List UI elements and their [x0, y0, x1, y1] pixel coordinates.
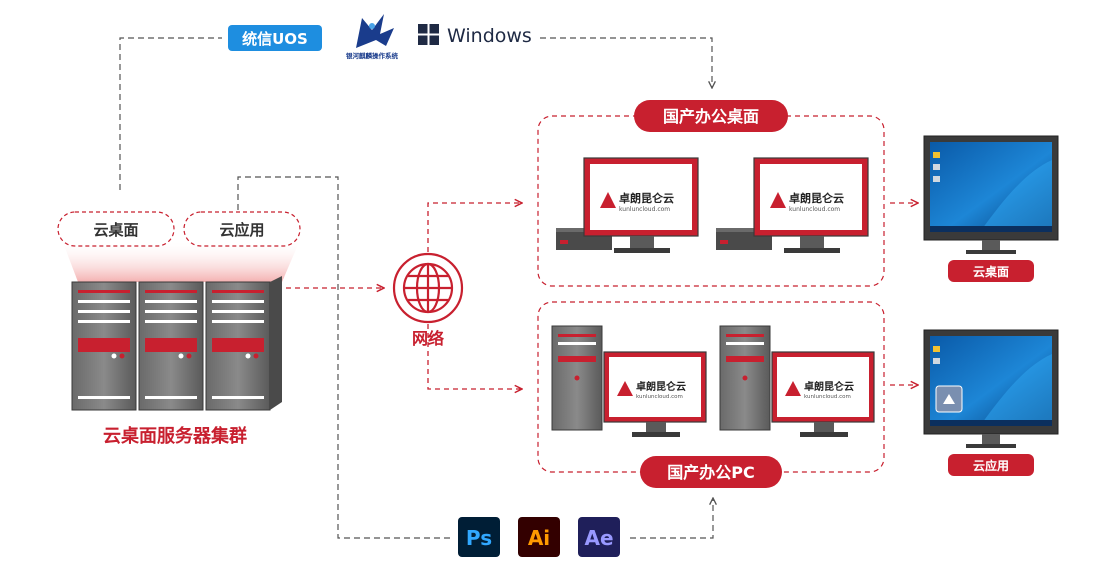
tag-cloud-desktop-label: 云桌面: [93, 221, 138, 239]
kunlun-cloud-logo: 卓朗昆仑云 kunluncloud.com: [600, 191, 674, 213]
tag-cloud-app-label: 云应用: [219, 221, 264, 239]
server-cluster: 云桌面 云应用: [57, 211, 301, 447]
app-connector-lines: [237, 176, 713, 539]
ae-label: Ae: [584, 526, 613, 550]
kylin-label: 银河麒麟操作系统: [346, 51, 399, 60]
svg-text:卓朗昆仑云: 卓朗昆仑云: [636, 380, 686, 393]
kunlun-cloud-logo: 卓朗昆仑云 kunluncloud.com: [770, 191, 844, 213]
output-monitor-desktop: 云桌面: [923, 135, 1059, 282]
ps-label: Ps: [466, 526, 492, 550]
output-desktop-label: 云桌面: [973, 264, 1009, 279]
office-desktop-group: 国产办公桌面 卓朗昆仑云 kunluncloud.com: [537, 100, 885, 287]
office-pc-group: 国产办公PC 卓朗昆仑云 kunluncloud.com: [537, 301, 885, 488]
tag-cloud-app: 云应用: [183, 211, 301, 247]
windows-label: Windows: [447, 25, 532, 47]
network-node: 网络: [392, 252, 464, 348]
kunlun-cloud-logo: 卓朗昆仑云 kunluncloud.com: [785, 380, 854, 400]
office-pc-title: 国产办公PC: [667, 463, 754, 482]
tag-cloud-desktop: 云桌面: [57, 211, 175, 247]
pc-workstation: 卓朗昆仑云 kunluncloud.com: [551, 325, 707, 437]
uos-logo: 统信UOS: [228, 25, 322, 51]
ai-label: Ai: [528, 526, 550, 550]
svg-text:kunluncloud.com: kunluncloud.com: [804, 394, 851, 400]
server-tower: [138, 281, 204, 411]
office-desktop-title: 国产办公桌面: [663, 107, 759, 126]
kylin-logo: 银河麒麟操作系统: [346, 14, 399, 60]
kylin-icon: [356, 14, 394, 48]
ai-logo: Ai: [518, 517, 560, 557]
output-app-label: 云应用: [973, 458, 1009, 473]
thin-client-workstation: 卓朗昆仑云 kunluncloud.com: [716, 157, 869, 253]
uos-label: 统信UOS: [242, 30, 308, 48]
svg-text:kunluncloud.com: kunluncloud.com: [789, 206, 840, 213]
svg-text:kunluncloud.com: kunluncloud.com: [636, 394, 683, 400]
globe-icon: [392, 252, 464, 324]
ae-logo: Ae: [578, 517, 620, 557]
output-monitor-app: 云应用: [923, 329, 1059, 476]
output-app-pill: [948, 454, 1034, 476]
thin-client-workstation: 卓朗昆仑云 kunluncloud.com: [556, 157, 699, 253]
os-connector-lines: [119, 37, 712, 190]
server-tower: [71, 281, 137, 411]
server-cluster-label: 云桌面服务器集群: [103, 425, 247, 447]
network-label: 网络: [412, 329, 444, 348]
svg-text:卓朗昆仑云: 卓朗昆仑云: [619, 191, 674, 205]
pc-workstation: 卓朗昆仑云 kunluncloud.com: [719, 325, 875, 437]
windows-logo: Windows: [418, 24, 532, 47]
svg-text:卓朗昆仑云: 卓朗昆仑云: [789, 191, 844, 205]
server-glow: [62, 240, 300, 282]
server-tower: [205, 281, 271, 411]
svg-text:kunluncloud.com: kunluncloud.com: [619, 206, 670, 213]
kunlun-cloud-logo: 卓朗昆仑云 kunluncloud.com: [617, 380, 686, 400]
network-connector-lines: [286, 203, 918, 389]
office-desktop-title-pill: [634, 100, 788, 132]
output-desktop-pill: [948, 260, 1034, 282]
office-pc-title-pill: [640, 456, 782, 488]
windows-icon: [418, 24, 439, 45]
svg-text:卓朗昆仑云: 卓朗昆仑云: [804, 380, 854, 393]
ps-logo: Ps: [458, 517, 500, 557]
